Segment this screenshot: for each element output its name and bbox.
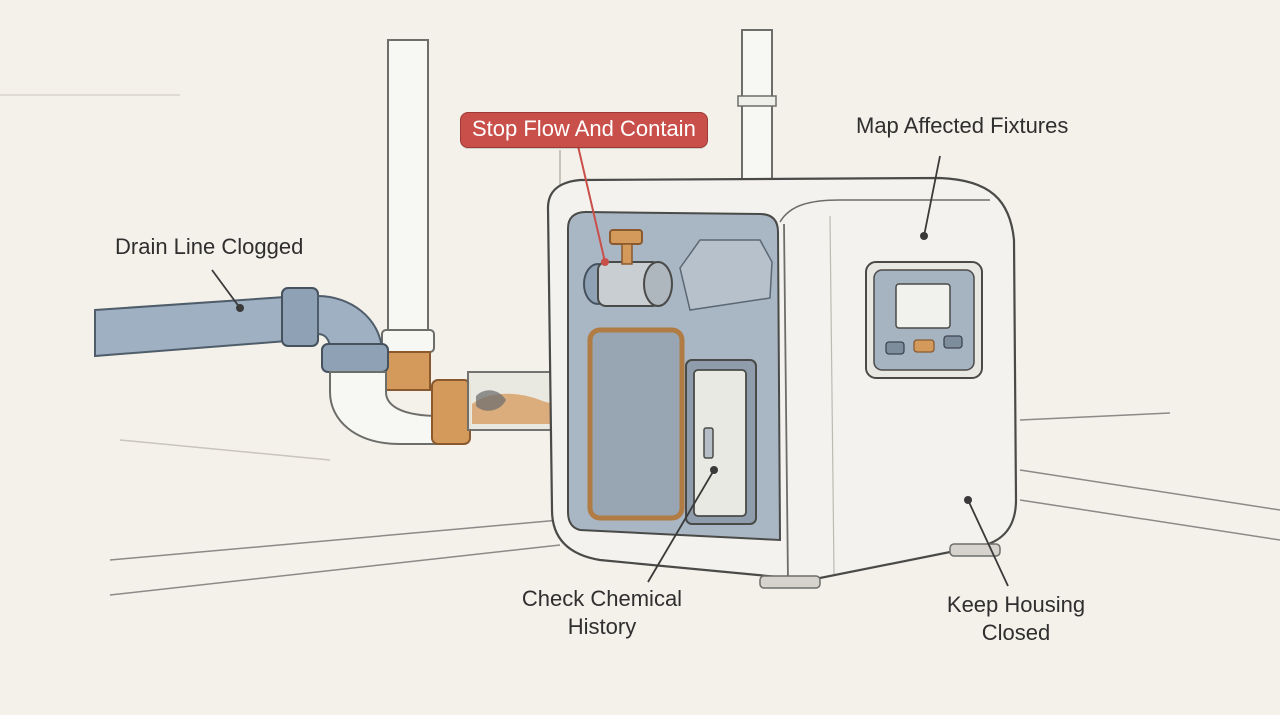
label-check-chemical: Check Chemical History (518, 585, 686, 641)
drain-pipe-blue (94, 287, 389, 373)
label-keep-housing-line2: Closed (981, 620, 1051, 645)
leader-map-fixtures-dot (920, 232, 928, 240)
leader-drain-clogged-dot (236, 304, 244, 312)
label-check-chemical-line2: History (567, 614, 637, 639)
label-map-fixtures: Map Affected Fixtures (856, 113, 1069, 138)
leader-lines (211, 145, 1009, 587)
label-check-chemical-line1: Check Chemical (521, 586, 683, 611)
leader-drain-clogged (211, 269, 241, 309)
leader-keep-housing-dot (964, 496, 972, 504)
leader-stop-flow-dot (601, 258, 609, 266)
leader-map-fixtures (923, 155, 941, 237)
label-drain-clogged: Drain Line Clogged (115, 234, 304, 259)
unit-housing (546, 176, 1018, 589)
label-keep-housing-line1: Keep Housing (946, 592, 1086, 617)
leader-keep-housing (967, 499, 1009, 587)
vertical-pipe-right (737, 29, 777, 191)
leader-check-chemical-dot (710, 466, 718, 474)
label-stop-flow: Stop Flow And Contain (460, 112, 708, 148)
leader-check-chemical (647, 469, 715, 583)
vertical-pipe-left (381, 39, 435, 391)
leader-stop-flow (577, 145, 606, 263)
label-keep-housing: Keep Housing Closed (936, 591, 1096, 647)
